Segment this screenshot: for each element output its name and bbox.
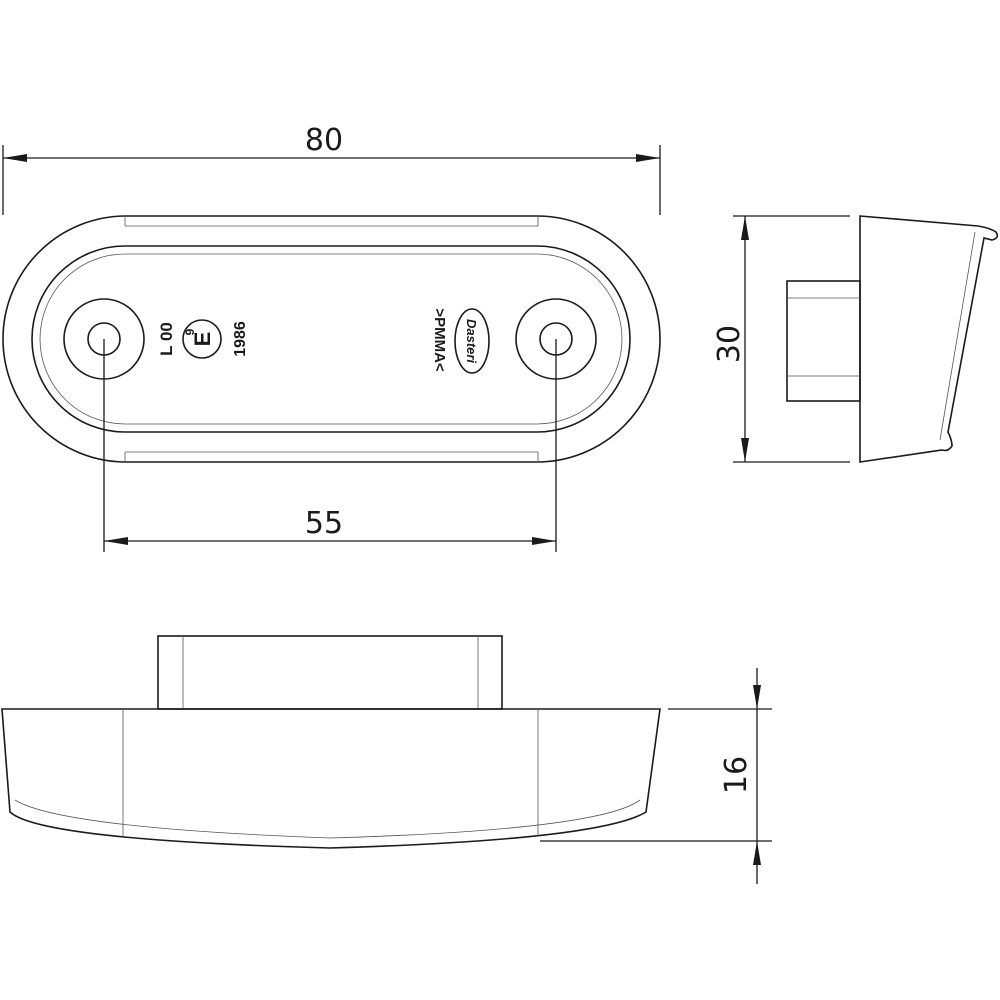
dimension-length-label: 80 [305,123,343,158]
approval-number: 9 [183,328,197,335]
e-approval-mark: E 9 [182,319,222,359]
brand-label: Dasteri [464,319,479,363]
approval-letter: E [190,332,215,347]
inner-lens-outline [31,245,631,433]
dimension-hole-spacing-label: 55 [305,506,343,541]
elevation-view: 16 [1,635,772,884]
top-view: L 00 E 9 1986 >PMMA< Dasteri 80 55 [2,123,661,552]
dimension-depth-label: 16 [719,756,754,794]
outer-outline [2,215,661,463]
lamp-code-label: L 00 [157,322,176,356]
brand-logo: Dasteri [454,308,490,374]
material-label: >PMMA< [431,308,448,372]
year-label: 1986 [232,321,249,357]
dimension-height-label: 30 [712,325,747,363]
lens-inner-edge [39,253,623,425]
side-view: 30 [712,215,999,463]
